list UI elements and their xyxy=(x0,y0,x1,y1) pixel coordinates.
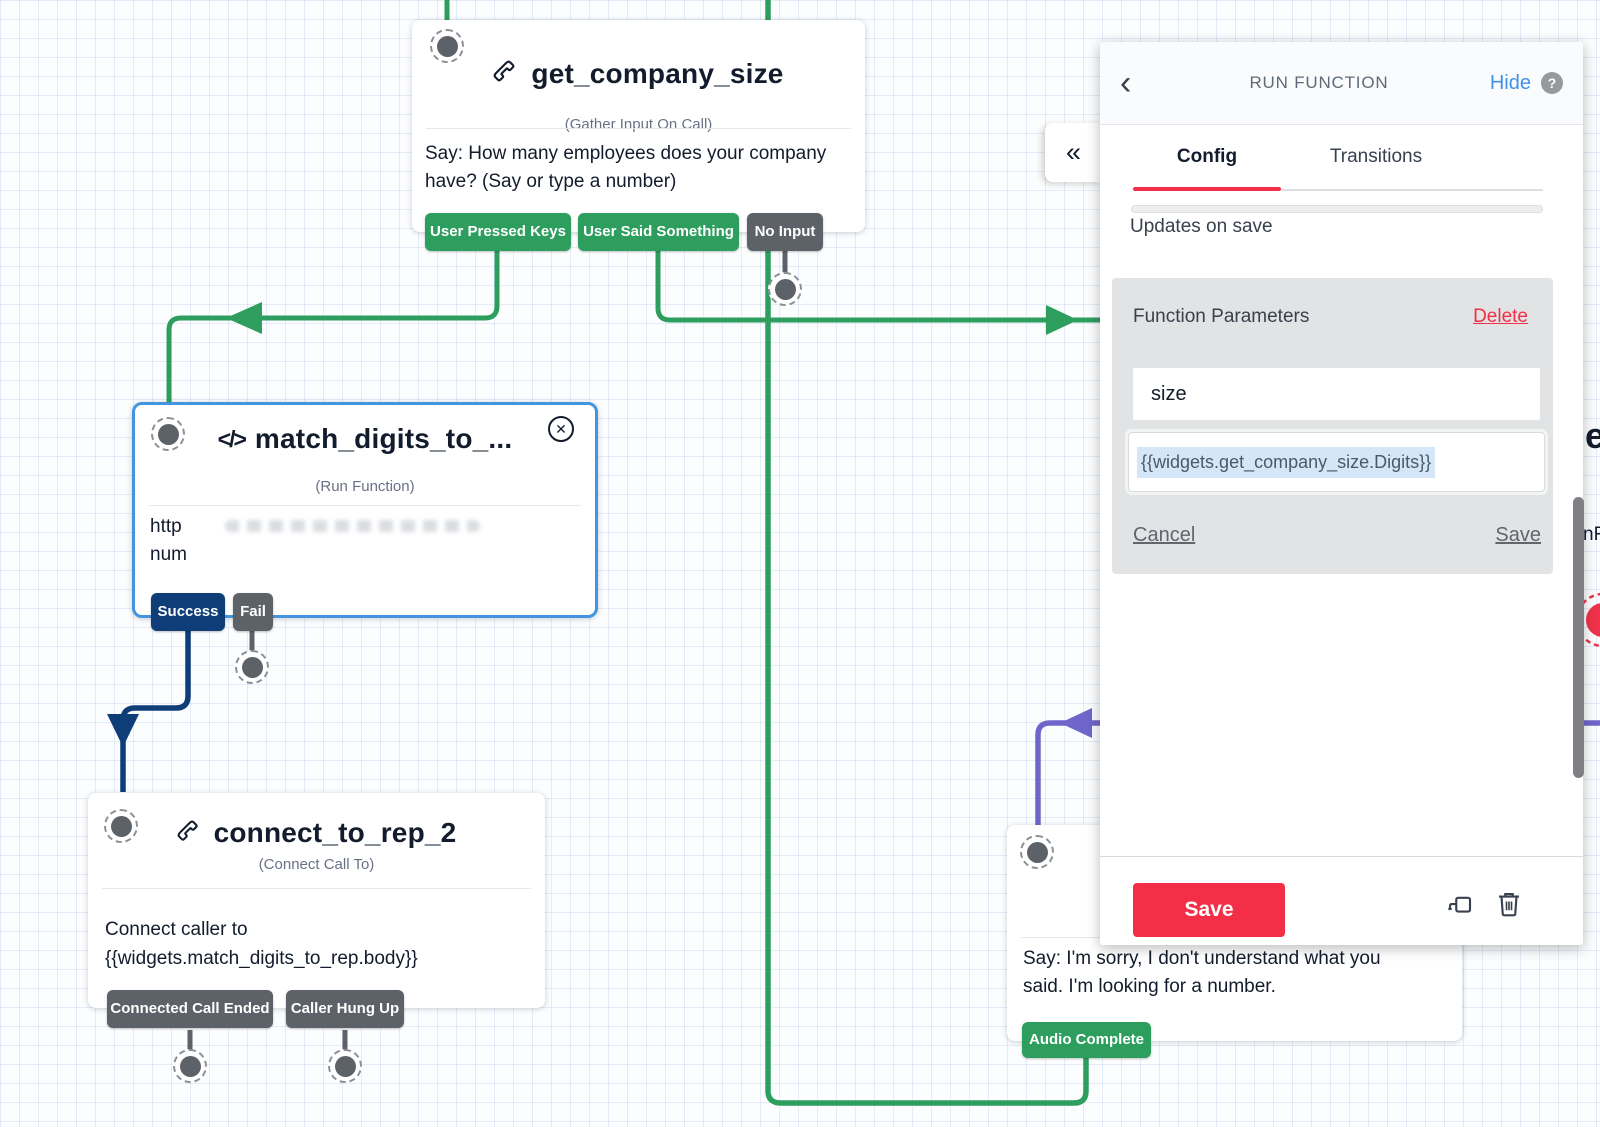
arrowhead-down xyxy=(107,714,139,747)
chevron-double-left-icon: « xyxy=(1065,137,1082,167)
widget-body-line: http xyxy=(150,516,182,537)
parameter-key-input[interactable]: size xyxy=(1133,368,1540,420)
panel-collapse-button[interactable]: « xyxy=(1045,123,1102,182)
arrowhead-left-purple xyxy=(1060,708,1092,738)
connector-user-pressed-keys xyxy=(166,251,500,418)
widget-title: get_company_size xyxy=(531,58,784,89)
divider xyxy=(426,128,851,129)
widget-get-company-size[interactable]: get_company_size (Gather Input On Call) … xyxy=(412,20,865,251)
widget-entry-port[interactable] xyxy=(430,29,464,63)
connector-audio-complete-loop xyxy=(765,0,1089,1106)
widget-config-panel: ‹ RUN FUNCTION Hide ? Config Transitions… xyxy=(1100,42,1584,945)
transition-audio-complete[interactable]: Audio Complete xyxy=(1022,1022,1151,1058)
phone-icon xyxy=(177,820,198,841)
help-icon[interactable]: ? xyxy=(1541,72,1563,94)
close-icon[interactable]: ✕ xyxy=(548,416,574,442)
clipped-widget-text-fragment: nR xyxy=(1583,524,1600,545)
panel-footer: Save xyxy=(1100,856,1583,945)
widget-body-text: Say: How many employees does your compan… xyxy=(425,143,827,192)
transition-no-input[interactable]: No Input xyxy=(747,213,823,251)
cancel-link[interactable]: Cancel xyxy=(1133,524,1196,546)
panel-title: RUN FUNCTION xyxy=(1249,73,1389,92)
connector-user-said-something xyxy=(655,251,1100,323)
divider xyxy=(149,505,581,506)
connector-success xyxy=(120,630,191,792)
duplicate-widget-icon[interactable] xyxy=(1445,889,1475,924)
widget-title: match_digits_to_... xyxy=(254,423,513,454)
widget-body-line: {{widgets.match_digits_to_rep.body}} xyxy=(105,948,418,969)
transition-connected-call-ended[interactable]: Connected Call Ended xyxy=(107,990,273,1028)
function-parameters-heading: Function Parameters xyxy=(1133,306,1310,327)
widget-body-line: num xyxy=(150,544,187,565)
delete-parameter-link[interactable]: Delete xyxy=(1473,306,1528,327)
parameter-value-selected-text: {{widgets.get_company_size.Digits}} xyxy=(1137,446,1436,478)
transition-success[interactable]: Success xyxy=(151,593,225,631)
transition-user-said-something[interactable]: User Said Something xyxy=(578,213,739,251)
active-tab-indicator xyxy=(1133,187,1281,191)
widget-type-label: (Connect Call To) xyxy=(258,856,375,873)
arrowhead-right xyxy=(1046,305,1078,335)
widget-body-line: Connect caller to xyxy=(105,919,248,940)
panel-header: ‹ RUN FUNCTION Hide ? xyxy=(1100,42,1583,125)
fail-endpoint-port[interactable] xyxy=(235,650,269,684)
connector-purple xyxy=(1035,720,1100,838)
vertical-scrollbar[interactable] xyxy=(1573,497,1584,778)
hide-link[interactable]: Hide xyxy=(1489,71,1531,94)
tab-config[interactable]: Config xyxy=(1176,146,1238,167)
hung-up-endpoint-port[interactable] xyxy=(328,1049,362,1083)
widget-entry-port[interactable] xyxy=(104,809,138,843)
horizontal-scrollbar[interactable] xyxy=(1131,205,1543,213)
tab-transitions[interactable]: Transitions xyxy=(1329,146,1423,167)
redacted-text xyxy=(225,520,480,532)
clipped-widget-title-fragment: e xyxy=(1585,415,1600,456)
parameter-value-input[interactable]: {{widgets.get_company_size.Digits}} xyxy=(1128,432,1545,492)
arrowhead-left xyxy=(226,302,262,334)
function-parameters-card: Function Parameters Delete size {{widget… xyxy=(1112,278,1553,574)
divider xyxy=(102,888,531,889)
transition-caller-hung-up[interactable]: Caller Hung Up xyxy=(286,990,404,1028)
save-link[interactable]: Save xyxy=(1495,524,1541,546)
error-marker xyxy=(1586,603,1600,637)
transition-fail[interactable]: Fail xyxy=(233,593,273,631)
phone-icon xyxy=(494,60,515,82)
widget-match-digits[interactable]: </> match_digits_to_... ✕ (Run Function)… xyxy=(132,402,598,631)
widget-title: connect_to_rep_2 xyxy=(213,817,457,848)
widget-connect-to-rep[interactable]: connect_to_rep_2 (Connect Call To) Conne… xyxy=(88,793,545,1028)
tab-divider xyxy=(1281,189,1543,191)
widget-entry-port[interactable] xyxy=(1020,835,1054,869)
no-input-endpoint-port[interactable] xyxy=(768,272,802,306)
call-ended-endpoint-port[interactable] xyxy=(173,1049,207,1083)
widget-type-label: (Gather Input On Call) xyxy=(564,116,713,133)
widget-type-label: (Run Function) xyxy=(315,478,415,495)
transition-user-pressed-keys[interactable]: User Pressed Keys xyxy=(425,213,571,251)
updates-note: Updates on save xyxy=(1130,216,1273,237)
save-button[interactable]: Save xyxy=(1133,883,1285,937)
code-icon: </> xyxy=(217,425,247,452)
back-icon[interactable]: ‹ xyxy=(1120,64,1132,102)
widget-body-line: said. I'm looking for a number. xyxy=(1023,976,1276,997)
widget-entry-port[interactable] xyxy=(151,417,185,451)
widget-body-line: Say: I'm sorry, I don't understand what … xyxy=(1023,948,1381,969)
delete-widget-icon[interactable] xyxy=(1494,889,1524,924)
